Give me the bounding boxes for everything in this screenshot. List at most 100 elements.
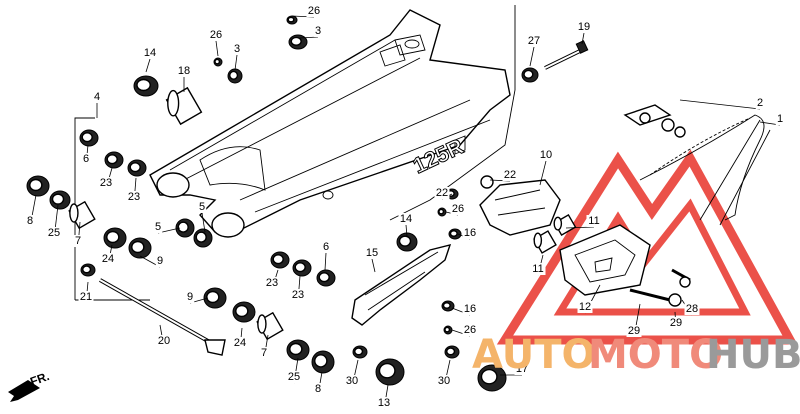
callout-bg [98,177,114,189]
seal-24 [103,227,127,249]
callout-bg [100,253,116,265]
bearing-23-c [270,251,290,269]
collar-11-b [533,230,557,254]
callout-bg [197,201,207,213]
washer-16 [448,228,462,240]
seal-8 [26,175,50,197]
callout-26: 26 [452,203,464,215]
bushing-7-b [256,311,284,341]
bearing-23-d [292,259,312,277]
callout-2: 2 [757,97,763,109]
watermark-text-moto: MOTO [588,332,723,378]
callout-bg [321,241,331,253]
callout-bg [156,335,172,347]
roller-17 [477,364,507,392]
callout-bg [577,301,593,313]
seal-25 [49,190,71,210]
callout-bg [306,5,322,17]
callout-26: 26 [464,324,476,336]
callout-bg [576,21,592,33]
callout-bg [462,303,478,315]
collar-14-b [396,232,418,252]
callout-29: 29 [628,325,640,337]
callout-bg [684,303,700,315]
bolt-26-c [437,207,447,217]
bracket-3-b [227,68,243,84]
leader-line-3 [299,36,319,39]
leader-line-26 [215,40,219,57]
callout-15: 15 [366,247,378,259]
callout-5: 5 [199,201,205,213]
callout-bg [232,337,248,349]
roller-13 [375,358,405,386]
callout-1: 1 [777,113,783,125]
callout-7: 7 [75,235,81,247]
callout-bg [155,255,165,267]
callout-bg [775,113,785,125]
callout-24: 24 [234,337,246,349]
callout-bg [434,187,450,199]
callout-bg [502,169,518,181]
chain-guide [479,175,561,236]
watermark-triangle-outer [496,149,798,345]
callout-bg [153,221,163,233]
callout-27: 27 [528,35,540,47]
callout-bg [514,363,530,375]
pivot-shaft [99,278,226,356]
leader-line-3 [234,54,238,71]
callout-bg [25,215,35,227]
direction-label: FR. [28,369,51,389]
callout-bg [208,29,224,41]
callout-bg [176,65,192,77]
callout-bg [538,149,554,161]
leader-line-27 [529,46,535,67]
leader-line-10 [539,160,547,186]
callout-bg [78,291,94,303]
callout-9: 9 [157,255,163,267]
callout-13: 13 [378,397,390,409]
watermark-text-hub: HUB [706,332,800,378]
seal-24-b [232,301,256,323]
callout-bg [530,263,546,275]
callout-bg [755,97,765,109]
callout-20: 20 [158,335,170,347]
bearing-23-b [127,159,147,177]
watermark-text-auto: AUTO [472,332,596,378]
leader-line-5 [201,212,206,233]
bushing-9-b [203,287,227,309]
callout-bg [450,203,466,215]
callout-bg [313,25,323,37]
callout-bg [73,235,83,247]
callout-8: 8 [27,215,33,227]
callout-bg [376,397,392,409]
callout-23: 23 [100,177,112,189]
callout-21: 21 [80,291,92,303]
seal-8-b [311,350,335,374]
callout-5: 5 [155,221,161,233]
callout-bg [232,43,242,55]
callout-26: 26 [210,29,222,41]
callout-8: 8 [315,383,321,395]
callout-17: 17 [516,363,528,375]
callout-bg [313,383,323,395]
collar-14 [133,75,159,97]
seal-25-b [286,339,310,361]
leader-line-14 [145,58,151,73]
callout-26: 26 [308,5,320,17]
bolt-30-b [444,345,460,359]
callout-bg [586,215,602,227]
leader-line-6 [324,252,327,271]
bolt-26 [286,15,298,25]
bearing-5 [175,218,195,238]
callout-30: 30 [438,375,450,387]
callout-bg [290,289,306,301]
bolt-19 [544,40,589,70]
leader-line-11 [565,226,595,229]
callout-bg [398,213,414,225]
callout-16: 16 [464,303,476,315]
callout-7: 7 [261,347,267,359]
callout-28: 28 [686,303,698,315]
callout-23: 23 [266,277,278,289]
washer-16-b [441,300,455,312]
chain-guide-plate [559,224,651,296]
